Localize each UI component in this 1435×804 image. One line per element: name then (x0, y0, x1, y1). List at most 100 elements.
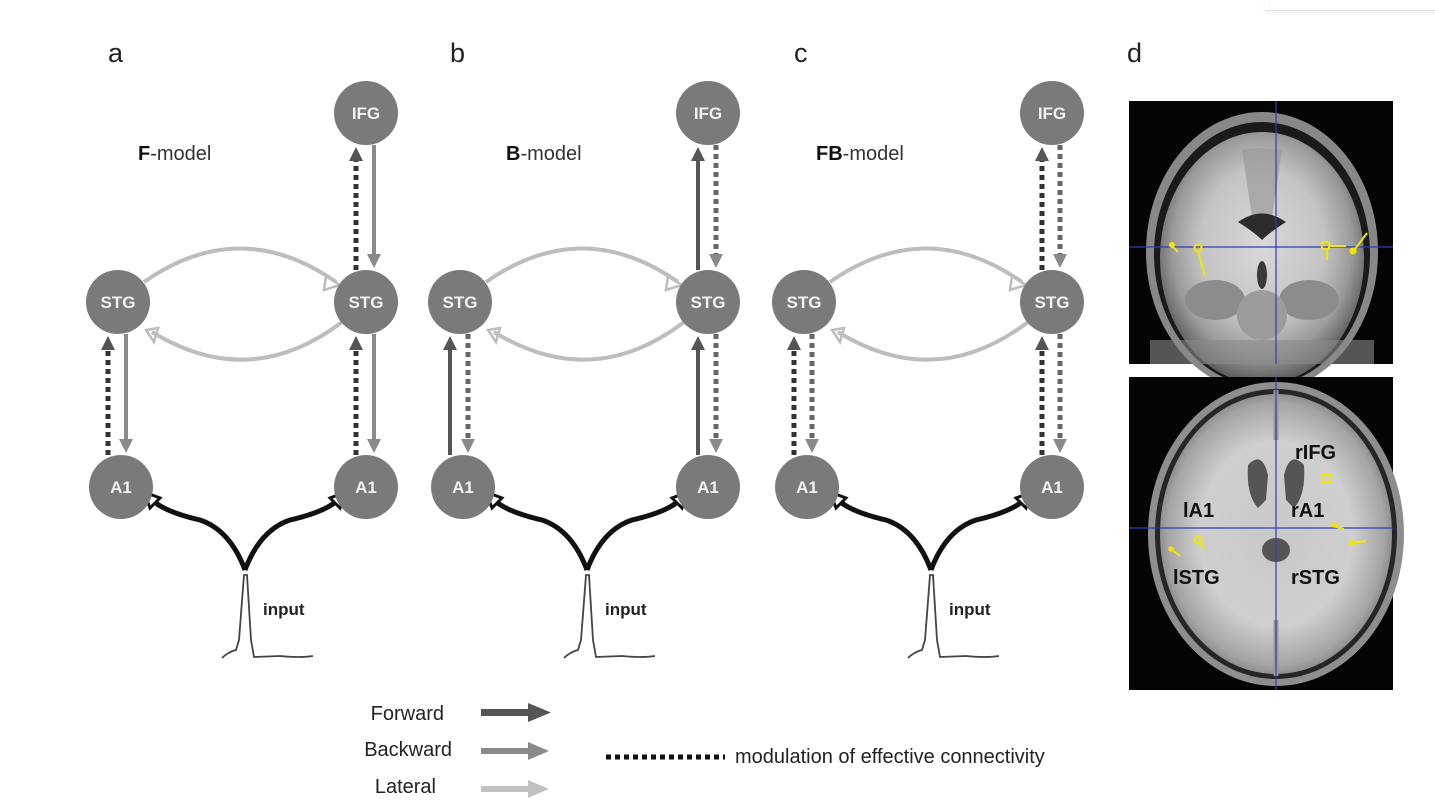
lateral-arrow-left-to-right (828, 246, 1024, 284)
forward-modulated-arrow-stg-ifg (349, 147, 363, 270)
panel-letter-b: b (450, 38, 465, 68)
node-label: IFG (694, 104, 722, 123)
axial-slice-image: rIFG lA1 rA1 lSTG rSTG (1129, 377, 1404, 690)
legend-forward-arrow-icon (481, 703, 551, 722)
node-stg-left: STG (86, 270, 150, 334)
node-stg-right: STG (334, 270, 398, 334)
node-label: IFG (352, 104, 380, 123)
model-title-rest: -model (150, 143, 211, 165)
backward-modulated-arrow-a1-stg-left-head-icon (805, 439, 819, 453)
input-waveform (563, 574, 656, 659)
backward-arrow-a1-stg-right-head-icon (367, 439, 381, 453)
node-a1-right: A1 (334, 455, 398, 519)
input-arrow-right (584, 498, 682, 571)
model-title-bold: FB (816, 143, 843, 165)
backward-modulated-arrow-a1-stg-left (805, 334, 819, 453)
forward-arrow-a1-stg-right (691, 336, 705, 455)
node-label: IFG (1038, 104, 1066, 123)
input-label: input (263, 600, 305, 619)
input-arrow-left (492, 498, 590, 571)
forward-modulated-arrow-a1-stg-right (1035, 336, 1049, 455)
forward-modulated-arrow-a1-stg-left (101, 336, 115, 455)
node-label: A1 (355, 478, 377, 497)
forward-modulated-arrow-a1-stg-left-head-icon (101, 336, 115, 350)
node-label: STG (349, 293, 384, 312)
forward-modulated-arrow-a1-stg-right (349, 336, 363, 455)
node-a1-left: A1 (431, 455, 495, 519)
input-arrow-right (242, 498, 340, 571)
input-arrow-right (928, 498, 1026, 571)
label-ra1: rA1 (1291, 500, 1324, 522)
backward-arrow-stg-ifg-head-icon (367, 254, 381, 268)
legend-backward-arrow-icon (481, 742, 549, 760)
input-waveform (907, 574, 1000, 659)
node-stg-left: STG (772, 270, 836, 334)
forward-modulated-arrow-stg-ifg-head-icon (1035, 147, 1049, 161)
label-rifg: rIFG (1295, 442, 1336, 464)
coronal-slice-image (1129, 101, 1393, 392)
node-label: A1 (697, 478, 719, 497)
node-a1-left: A1 (775, 455, 839, 519)
node-label: A1 (452, 478, 474, 497)
legend-backward-label: Backward (364, 739, 452, 761)
model-title: F-model (138, 143, 211, 165)
lateral-arrowhead-icon (143, 326, 160, 345)
node-stg-left: STG (428, 270, 492, 334)
backward-modulated-arrow-a1-stg-left (461, 334, 475, 453)
backward-arrow-stg-ifg (367, 145, 381, 268)
node-label: STG (443, 293, 478, 312)
lateral-arrowhead-icon (1008, 273, 1029, 292)
roi-markers-axial (1168, 474, 1367, 557)
lateral-arrow-left-to-right (142, 246, 338, 284)
model-title: B-model (506, 143, 582, 165)
lateral-arrowhead-icon (664, 273, 685, 292)
model-title-bold: F (138, 143, 150, 165)
input-arrow-left (836, 498, 934, 571)
forward-modulated-arrow-a1-stg-right-head-icon (349, 336, 363, 350)
panel-letter-a: a (108, 38, 124, 68)
panel-b: bB-model input IFG STG STG A1 A1 (428, 38, 740, 659)
forward-modulated-arrow-stg-ifg-head-icon (349, 147, 363, 161)
backward-arrow-a1-stg-left-head-icon (119, 439, 133, 453)
legend: Forward Backward Lateral modulation of e… (364, 703, 1045, 798)
backward-arrow-a1-stg-left (119, 334, 133, 453)
forward-arrow-a1-stg-right-head-icon (691, 336, 705, 350)
backward-modulated-arrow-a1-stg-right-head-icon (1053, 439, 1067, 453)
label-lstg: lSTG (1173, 567, 1220, 589)
legend-modulation-label: modulation of effective connectivity (735, 746, 1045, 768)
backward-modulated-arrow-stg-ifg (709, 145, 723, 268)
lateral-arrowhead-icon (322, 273, 343, 292)
node-label: A1 (1041, 478, 1063, 497)
model-title-rest: -model (843, 143, 904, 165)
label-la1: lA1 (1183, 500, 1214, 522)
forward-arrow-a1-stg-left-head-icon (443, 336, 457, 350)
forward-arrow-stg-ifg-head-icon (691, 147, 705, 161)
backward-modulated-arrow-a1-stg-right (1053, 334, 1067, 453)
panel-letter-c: c (794, 38, 808, 68)
model-title-bold: B (506, 143, 520, 165)
lateral-arrowhead-icon (829, 326, 846, 345)
node-label: STG (787, 293, 822, 312)
input-label: input (605, 600, 647, 619)
node-label: A1 (796, 478, 818, 497)
backward-arrow-a1-stg-right (367, 334, 381, 453)
lateral-arrow-right-to-left (150, 320, 344, 362)
node-a1-right: A1 (1020, 455, 1084, 519)
node-a1-left: A1 (89, 455, 153, 519)
roi-markers-coronal (1169, 232, 1368, 277)
model-title: FB-model (816, 143, 904, 165)
legend-lateral-arrow-icon (481, 780, 549, 798)
panel-a: aF-model input IFG STG STG A1 A1 (86, 38, 398, 659)
node-label: STG (691, 293, 726, 312)
backward-modulated-arrow-a1-stg-right (709, 334, 723, 453)
node-stg-right: STG (676, 270, 740, 334)
top-edge-box (1265, 0, 1435, 11)
node-ifg: IFG (1020, 81, 1084, 145)
forward-modulated-arrow-a1-stg-right-head-icon (1035, 336, 1049, 350)
node-ifg: IFG (334, 81, 398, 145)
node-label: STG (1035, 293, 1070, 312)
node-label: A1 (110, 478, 132, 497)
forward-arrow-stg-ifg (691, 147, 705, 270)
